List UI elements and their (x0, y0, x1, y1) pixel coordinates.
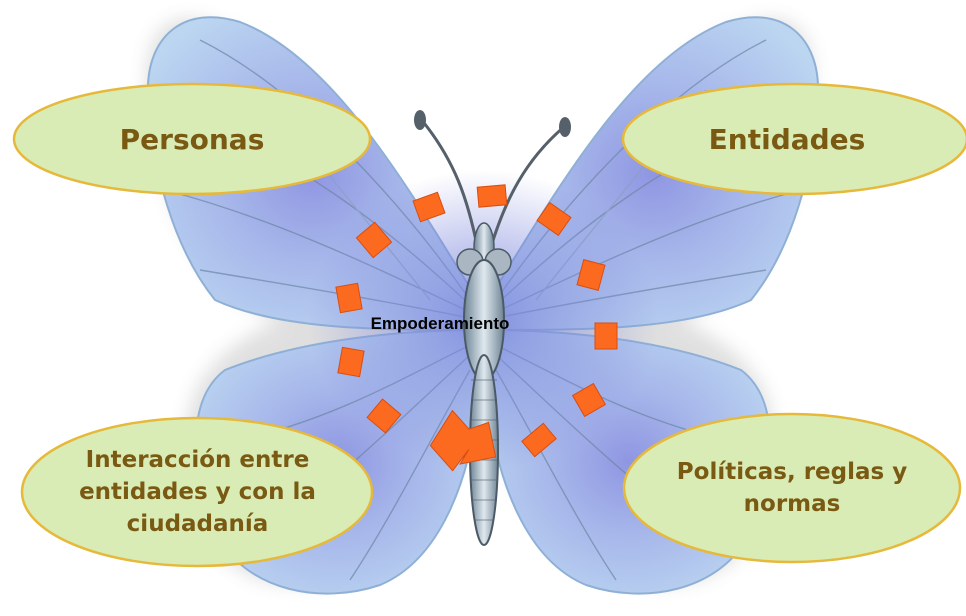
node-entidades: Entidades (708, 122, 866, 156)
circular-arrow-icon (335, 184, 618, 472)
ellipse-politicas (622, 412, 962, 564)
ellipse-entidades (621, 82, 966, 196)
node-politicas: Políticas, reglas y normas (676, 458, 908, 517)
center-label: Empoderamiento (370, 314, 510, 333)
ellipse-personas (12, 82, 372, 196)
antennae (418, 117, 566, 251)
node-personas: Personas (119, 122, 265, 156)
node-interaccion: Interacción entre entidades y con la ciu… (79, 447, 316, 537)
node-shapes (12, 82, 966, 568)
ellipse-interaccion (20, 416, 374, 568)
antenna-tip-left (414, 110, 426, 130)
antenna-tip-right (559, 117, 571, 137)
